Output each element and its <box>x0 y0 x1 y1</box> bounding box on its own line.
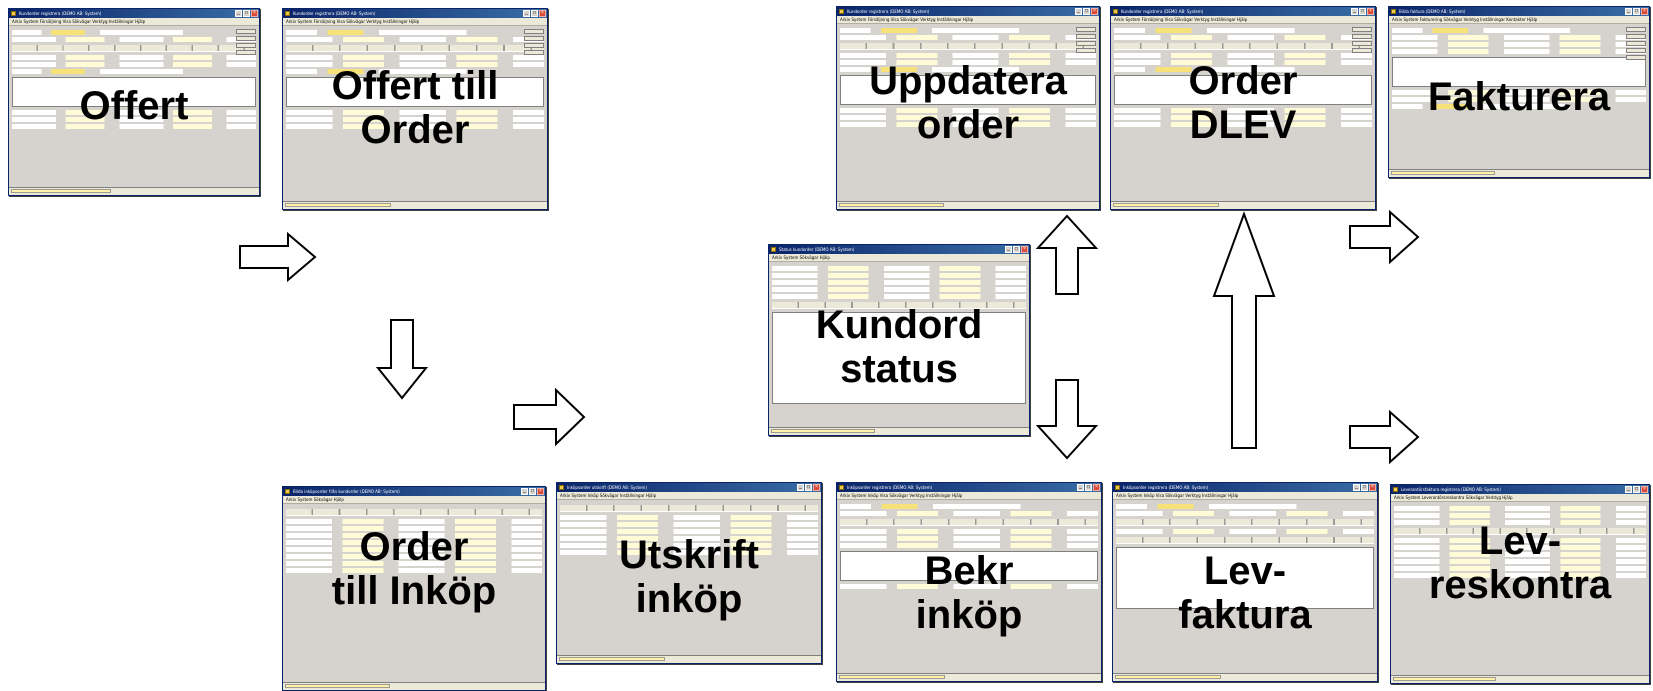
arrow-right-4 <box>1349 409 1420 465</box>
menu-bar: Arkiv System Försäljning Visa Sökvägar V… <box>837 16 1099 24</box>
menu-bar: Arkiv System Sökvägar Hjälp <box>769 254 1029 262</box>
window-controls: _□× <box>1075 8 1098 15</box>
window-controls: _□× <box>523 10 546 17</box>
window-title: Inköpsorder registrera (DEMO AB: System) <box>837 483 1101 492</box>
screen-offert: Kundorder registrera (DEMO AB: System) _… <box>8 8 260 196</box>
screen-order-dlev: Kundorder registrera (DEMO AB: System) _… <box>1110 6 1376 210</box>
window-controls: _□× <box>1077 484 1100 491</box>
window-title: Kundorder registrera (DEMO AB: System) <box>283 9 547 18</box>
screen-lev-reskontra: Leverantörsfaktura registrera (DEMO AB: … <box>1390 484 1650 684</box>
screen-kundord-status: Status kundorder (DEMO AB: System) _□× A… <box>768 244 1030 436</box>
screen-bekr-inkop: Inköpsorder registrera (DEMO AB: System)… <box>836 482 1102 682</box>
window-title: Leverantörsfaktura registrera (DEMO AB: … <box>1391 485 1649 494</box>
window-controls: _□× <box>797 484 820 491</box>
screen-order-till-inkop: Bilda inköpsorder från kundorder (DEMO A… <box>282 486 546 691</box>
arrow-right-3 <box>1349 209 1420 265</box>
screen-offert-till-order: Kundorder registrera (DEMO AB: System) _… <box>282 8 548 210</box>
window-controls: _□× <box>1625 486 1648 493</box>
window-title: Bilda faktura (DEMO AB: System) <box>1389 7 1649 16</box>
menu-bar: Arkiv System Försäljning Visa Sökvägar V… <box>9 18 259 26</box>
menu-bar: Arkiv System Inköp Visa Sökvägar Verktyg… <box>1113 492 1377 500</box>
window-title: Kundorder registrera (DEMO AB: System) <box>9 9 259 18</box>
window-controls: _□× <box>1625 8 1648 15</box>
window-title: Inköpsorder registrera (DEMO AB: System) <box>1113 483 1377 492</box>
window-title: Kundorder registrera (DEMO AB: System) <box>837 7 1099 16</box>
window-controls: _□× <box>521 488 544 495</box>
window-title: Status kundorder (DEMO AB: System) <box>769 245 1029 254</box>
window-controls: _□× <box>1353 484 1376 491</box>
screen-fakturera: Bilda faktura (DEMO AB: System) _□× Arki… <box>1388 6 1650 178</box>
window-title: Inköpsorder utskrift (DEMO AB: System) <box>557 483 821 492</box>
arrow-right-1 <box>239 231 317 283</box>
window-title: Bilda inköpsorder från kundorder (DEMO A… <box>283 487 545 496</box>
menu-bar: Arkiv System Försäljning Visa Sökvägar V… <box>283 18 547 26</box>
menu-bar: Arkiv System Fakturering Sökvägar Verkty… <box>1389 16 1649 24</box>
arrow-up-1 <box>1035 214 1099 295</box>
menu-bar: Arkiv System Inköp Sökvägar Inställninga… <box>557 492 821 500</box>
menu-bar: Arkiv System Inköp Visa Sökvägar Verktyg… <box>837 492 1101 500</box>
arrow-up-2 <box>1212 211 1276 449</box>
arrow-down-1 <box>375 319 429 400</box>
menu-bar: Arkiv System Sökvägar Hjälp <box>283 496 545 504</box>
screen-utskrift-inkop: Inköpsorder utskrift (DEMO AB: System) _… <box>556 482 822 664</box>
menu-bar: Arkiv System Försäljning Visa Sökvägar V… <box>1111 16 1375 24</box>
menu-bar: Arkiv System Leverantörsreskontra Sökväg… <box>1391 494 1649 502</box>
arrow-down-2 <box>1035 379 1099 460</box>
window-title: Kundorder registrera (DEMO AB: System) <box>1111 7 1375 16</box>
arrow-right-2 <box>513 387 586 447</box>
window-controls: _□× <box>235 10 258 17</box>
window-controls: _□× <box>1005 246 1028 253</box>
window-controls: _□× <box>1351 8 1374 15</box>
screen-lev-faktura: Inköpsorder registrera (DEMO AB: System)… <box>1112 482 1378 682</box>
screen-uppdatera-order: Kundorder registrera (DEMO AB: System) _… <box>836 6 1100 210</box>
